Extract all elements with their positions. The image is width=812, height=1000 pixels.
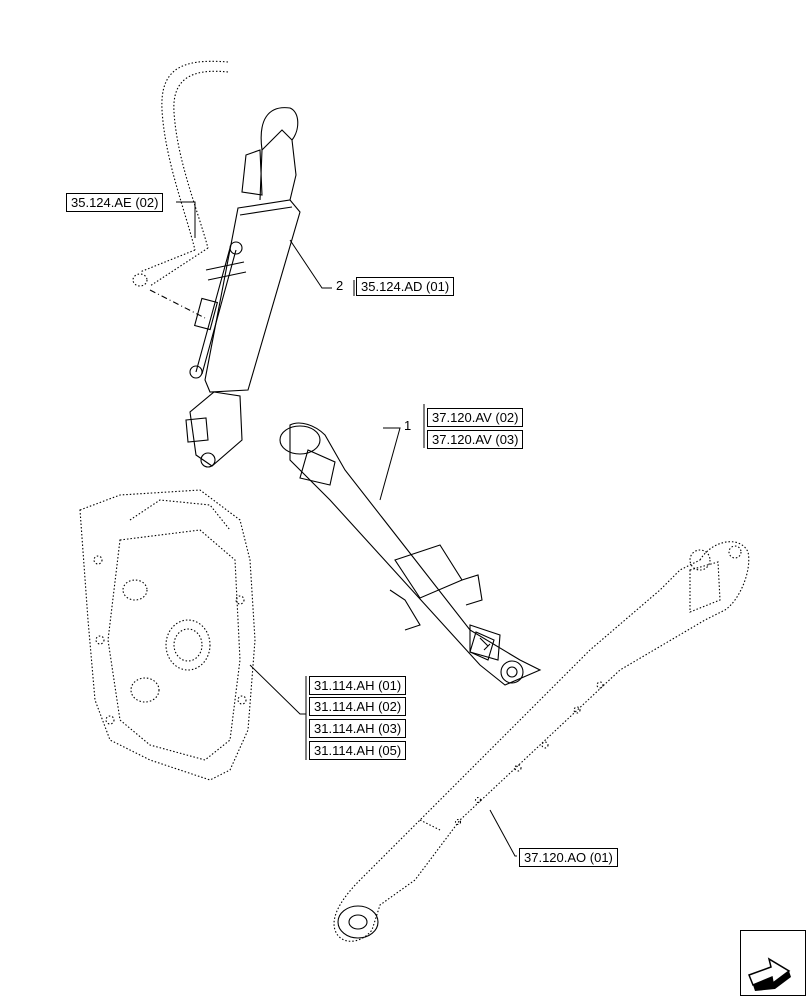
ref-37-120-ao-01[interactable]: 37.120.AO (01) bbox=[519, 848, 618, 867]
lower-link bbox=[333, 541, 750, 942]
leader-lines bbox=[176, 201, 517, 857]
hydraulic-hose bbox=[132, 60, 229, 287]
ref-31-114-ah-05[interactable]: 31.114.AH (05) bbox=[309, 741, 407, 760]
leader-dashed bbox=[149, 289, 206, 319]
arrow-graphic bbox=[748, 957, 791, 991]
lower-link-ball-joint bbox=[337, 905, 379, 939]
ref-35-124-ad-01[interactable]: 35.124.AD (01) bbox=[356, 277, 455, 296]
ref-31-114-ah-01[interactable]: 31.114.AH (01) bbox=[309, 676, 407, 695]
top-link bbox=[279, 422, 542, 686]
next-page-arrow-icon[interactable] bbox=[740, 930, 806, 996]
ref-35-124-ae-02[interactable]: 35.124.AE (02) bbox=[66, 193, 164, 212]
item-number-2: 2 bbox=[336, 278, 344, 293]
lift-cylinder bbox=[185, 107, 301, 468]
ref-37-120-av-03[interactable]: 37.120.AV (03) bbox=[427, 430, 524, 449]
ref-37-120-av-02[interactable]: 37.120.AV (02) bbox=[427, 408, 524, 427]
ref-31-114-ah-03[interactable]: 31.114.AH (03) bbox=[309, 719, 407, 738]
item-number-1: 1 bbox=[404, 418, 412, 433]
rear-housing bbox=[79, 489, 256, 781]
ref-31-114-ah-02[interactable]: 31.114.AH (02) bbox=[309, 697, 407, 716]
